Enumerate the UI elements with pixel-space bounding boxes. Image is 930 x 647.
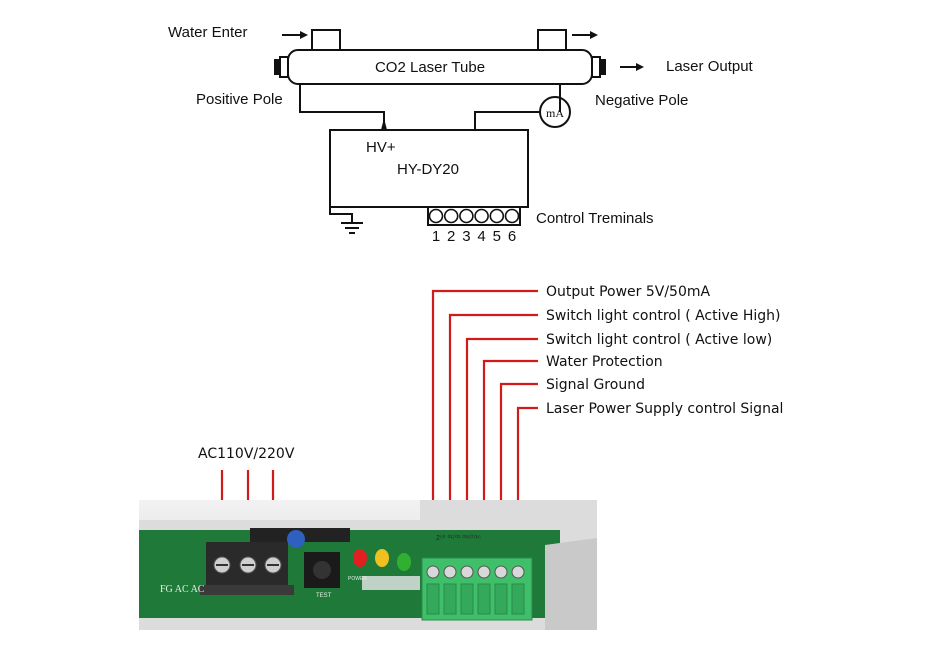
pin-wire <box>465 337 538 560</box>
pin-label: Output Power 5V/50mA <box>546 284 711 300</box>
terminal-screw-icon <box>489 208 505 224</box>
laser-output-label: Laser Output <box>666 58 754 75</box>
terminal-screw-icon <box>460 565 474 579</box>
terminal-screw-icon <box>504 208 520 224</box>
power-supply-board: FG AC AC TEST POWER 2⁵⁰ ⁰¹⁷⁰¹ ⁰³⁵⁰⁷¹⁵ <box>139 500 597 630</box>
silk-test: TEST <box>316 593 332 599</box>
led-icon <box>353 549 367 567</box>
terminal-slot <box>494 583 508 615</box>
terminal-screw-icon <box>443 565 457 579</box>
pin-wire <box>482 359 538 560</box>
control-terminals-label: Control Treminals <box>536 210 654 227</box>
silk-power: POWER <box>348 576 367 582</box>
led-icon <box>397 553 411 571</box>
svg-text:mA: mA <box>546 106 564 120</box>
laser-tube <box>274 49 606 85</box>
control-terminal-block <box>421 557 533 621</box>
ac-input-label: AC110V/220V <box>198 446 295 462</box>
pin-wires <box>431 289 538 560</box>
terminal-screw-icon <box>459 208 474 224</box>
negative-pole-label: Negative Pole <box>595 92 688 109</box>
laser-output-arrow-icon <box>620 63 644 71</box>
tube-label: CO2 Laser Tube <box>375 59 485 76</box>
pin-wire <box>448 313 538 560</box>
terminal-screw-icon <box>494 565 508 579</box>
hv-label: HV+ <box>366 139 396 156</box>
ac-terminal-block <box>200 542 294 595</box>
ground-icon <box>329 207 363 234</box>
terminal-number: 2 <box>447 228 455 245</box>
pin-label: Switch light control ( Active low) <box>546 332 772 348</box>
terminal-number: 6 <box>508 228 516 245</box>
terminal-slot <box>460 583 474 615</box>
pin-labels: Output Power 5V/50mA Switch light control… <box>546 284 783 417</box>
terminal-number: 3 <box>462 228 470 245</box>
terminal-number: 5 <box>493 228 501 245</box>
terminal-number: 1 <box>432 228 440 245</box>
capacitor <box>287 530 305 548</box>
water-outlet-pipe <box>537 29 598 50</box>
terminal-slot <box>426 583 440 615</box>
led-icon <box>375 549 389 567</box>
water-inlet-pipe <box>282 29 341 50</box>
silk-ac: FG AC AC <box>160 584 205 595</box>
terminal-number: 4 <box>477 228 485 245</box>
terminal-screw-icon <box>511 565 525 579</box>
supply-model-label: HY-DY20 <box>397 161 459 178</box>
pin-label: Signal Ground <box>546 377 645 393</box>
terminal-screw-icon <box>474 208 489 224</box>
milliammeter-icon: mA <box>539 96 571 128</box>
terminal-screw-icon <box>443 208 459 224</box>
positive-wire <box>299 84 385 130</box>
silk-pin-row: 2⁵⁰ ⁰¹⁷⁰¹ ⁰³⁵⁰⁷¹⁵ <box>436 534 481 542</box>
positive-pole-label: Positive Pole <box>196 91 283 108</box>
terminal-screw-icon <box>428 208 444 224</box>
status-leds <box>353 549 411 571</box>
pin-label: Switch light control ( Active High) <box>546 308 781 324</box>
terminal-slot <box>443 583 457 615</box>
terminal-screw-icon <box>477 565 491 579</box>
terminal-slot <box>511 583 525 615</box>
terminal-screw-icon <box>426 565 440 579</box>
negative-wire-lower <box>474 111 540 130</box>
terminal-slot <box>477 583 491 615</box>
terminal-block <box>427 206 521 226</box>
pin-wire <box>431 289 538 560</box>
pin-label: Water Protection <box>546 354 663 370</box>
pin-label: Laser Power Supply control Signal <box>546 401 783 417</box>
water-enter-label: Water Enter <box>168 24 247 41</box>
schematic: Water Enter CO2 Laser Tube Laser Output … <box>168 24 754 245</box>
